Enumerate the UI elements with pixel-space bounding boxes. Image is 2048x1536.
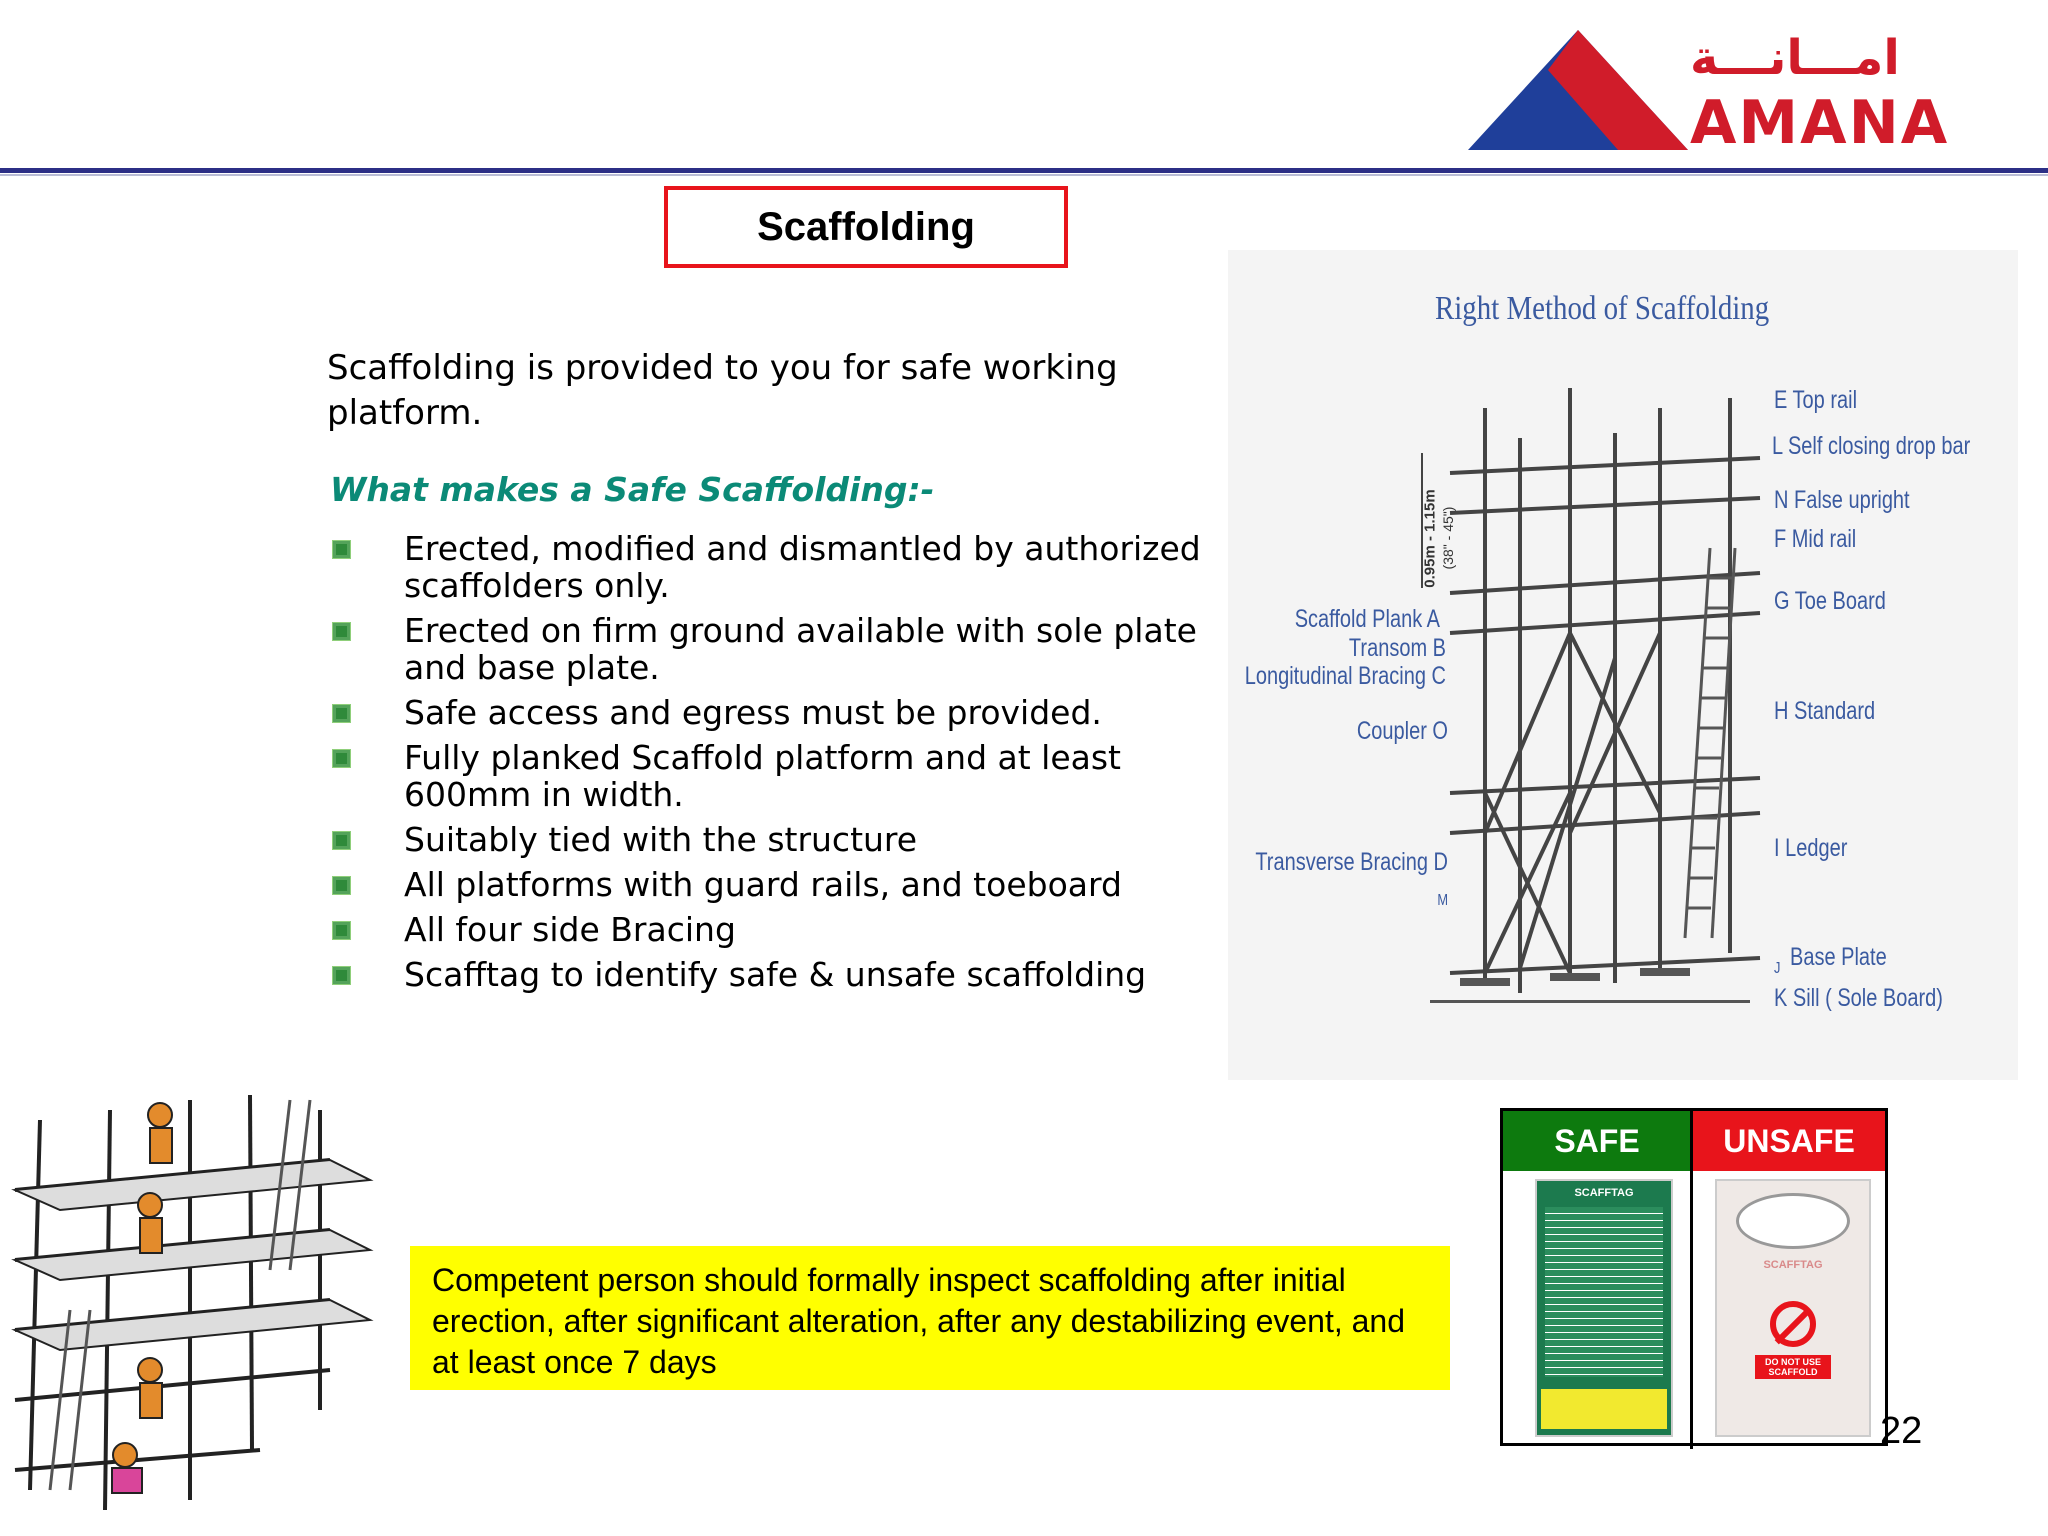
- label-transverse-bracing: Transverse Bracing D: [1255, 848, 1448, 876]
- slide-title-box: Scaffolding: [664, 186, 1068, 268]
- tag-hanging-hole: [1736, 1193, 1850, 1249]
- dimension-imperial: (38" - 45"): [1440, 506, 1456, 570]
- scaffolding-diagram: [1228, 250, 2018, 1080]
- bullet-square-icon: [332, 540, 351, 559]
- label-standard: H Standard: [1774, 697, 1876, 725]
- scaffold-workers-illustration: [11, 1094, 374, 1511]
- safe-tag-form: [1545, 1207, 1663, 1377]
- label-ledger: I Ledger: [1774, 834, 1848, 862]
- label-drop-bar: L Self closing drop bar: [1772, 432, 1971, 460]
- intro-text: Scaffolding is provided to you for safe …: [327, 348, 1118, 433]
- logo-english-text: AMANA: [1690, 88, 1950, 158]
- safe-tag-header: SCAFFTAG: [1574, 1187, 1634, 1199]
- bullet-square-icon: [332, 966, 351, 985]
- list-item-text: Safe access and egress must be provided.: [404, 693, 1102, 732]
- scaffold-structure-drawing: [1421, 388, 1761, 1003]
- dimension-metric: 0.95m - 1.15m: [1421, 489, 1439, 588]
- label-top-rail: E Top rail: [1774, 386, 1858, 414]
- logo-arabic-text: امـــانـــة: [1690, 30, 1900, 86]
- unsafe-tag-header: SCAFFTAG: [1763, 1259, 1823, 1271]
- safe-scaffolding-list: Erected, modified and dismantled by auth…: [330, 530, 1210, 1001]
- inspection-note: Competent person should formally inspect…: [410, 1246, 1450, 1390]
- unsafe-tag-text: DO NOT USE SCAFFOLD: [1755, 1355, 1831, 1379]
- safe-label: SAFE: [1503, 1111, 1691, 1171]
- dimension-label: 0.95m - 1.15m (38" - 45"): [1400, 470, 1460, 620]
- list-item: All four side Bracing: [330, 911, 1210, 948]
- label-scaffold-plank: Scaffold Plank A: [1294, 605, 1440, 633]
- list-item-text: All platforms with guard rails, and toeb…: [404, 865, 1122, 904]
- list-item-text: Fully planked Scaffold platform and at l…: [404, 738, 1121, 814]
- label-toe-board: G Toe Board: [1774, 587, 1886, 615]
- header-divider-shadow: [0, 174, 2048, 176]
- prohibited-icon: [1770, 1301, 1816, 1347]
- list-item: Erected, modified and dismantled by auth…: [330, 530, 1210, 604]
- list-item-text: Suitably tied with the structure: [404, 820, 918, 859]
- safe-scaffolding-heading: What makes a Safe Scaffolding:-: [330, 470, 935, 509]
- bullet-square-icon: [332, 704, 351, 723]
- label-base-plate: Base Plate: [1790, 943, 1887, 971]
- label-sill: K Sill ( Sole Board): [1774, 984, 1943, 1012]
- list-item: Suitably tied with the structure: [330, 821, 1210, 858]
- diagram-title: Right Method of Scaffolding: [1435, 290, 1770, 327]
- list-item-text: All four side Bracing: [404, 910, 736, 949]
- label-m: M: [1437, 892, 1448, 909]
- page-number: 22: [1880, 1410, 1923, 1452]
- bullet-square-icon: [332, 921, 351, 940]
- unsafe-label: UNSAFE: [1693, 1111, 1885, 1171]
- amana-logo: [1468, 30, 1688, 150]
- tag-divider: [1690, 1111, 1693, 1449]
- bullet-square-icon: [332, 622, 351, 641]
- list-item-text: Scafftag to identify safe & unsafe scaff…: [404, 955, 1147, 994]
- label-coupler: Coupler O: [1356, 717, 1448, 745]
- bullet-square-icon: [332, 749, 351, 768]
- list-item: Safe access and egress must be provided.: [330, 694, 1210, 731]
- list-item-text: Erected on firm ground available with so…: [404, 611, 1197, 687]
- list-item: Fully planked Scaffold platform and at l…: [330, 739, 1210, 813]
- list-item: Scafftag to identify safe & unsafe scaff…: [330, 956, 1210, 993]
- label-mid-rail: F Mid rail: [1774, 525, 1857, 553]
- safe-scafftag-image: SCAFFTAG: [1535, 1179, 1673, 1437]
- safe-tag-caution-strip: [1541, 1389, 1667, 1429]
- label-transom: Transom B: [1348, 634, 1446, 662]
- slide-title: Scaffolding: [757, 204, 975, 249]
- unsafe-scafftag-image: SCAFFTAG DO NOT USE SCAFFOLD: [1715, 1179, 1871, 1437]
- header-divider: [0, 168, 2048, 173]
- list-item: All platforms with guard rails, and toeb…: [330, 866, 1210, 903]
- list-item: Erected on firm ground available with so…: [330, 612, 1210, 686]
- bullet-square-icon: [332, 831, 351, 850]
- scafftag-panel: SAFE UNSAFE SCAFFTAG SCAFFTAG DO NOT USE…: [1500, 1108, 1888, 1449]
- list-item-text: Erected, modified and dismantled by auth…: [404, 529, 1201, 605]
- label-longitudinal-bracing: Longitudinal Bracing C: [1244, 662, 1446, 690]
- bullet-square-icon: [332, 876, 351, 895]
- label-false-upright: N False upright: [1774, 486, 1910, 514]
- label-j: J: [1774, 960, 1781, 977]
